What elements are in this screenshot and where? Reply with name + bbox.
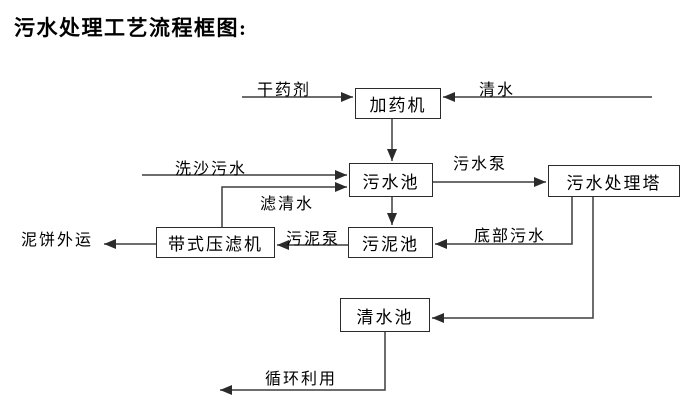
node-dosing-machine: 加药机 — [355, 88, 441, 119]
node-treatment-tower: 污水处理塔 — [548, 165, 680, 197]
flow-label-sewage-pump: 污水泵 — [452, 156, 508, 173]
arrow-tower-to-clean-pool — [432, 197, 594, 323]
flow-label-dry-agent: 干药剂 — [256, 82, 312, 99]
node-clean-water-pool: 清水池 — [340, 298, 430, 332]
flow-label-sludge-pump: 污泥泵 — [285, 231, 341, 248]
node-sewage-pool: 污水池 — [349, 163, 433, 197]
diagram-title: 污水处理工艺流程框图: — [14, 16, 248, 40]
node-sludge-pool: 污泥池 — [348, 227, 433, 258]
flow-label-recycling: 循环利用 — [264, 371, 338, 388]
flow-label-sand-washing-sewage: 洗沙污水 — [174, 161, 248, 178]
arrow-bottom-sewage-to-sludge-pool — [435, 197, 573, 249]
flow-label-mud-cake-shipping: 泥饼外运 — [20, 232, 94, 249]
arrow-filtered-water-to-sewage-pool — [221, 182, 347, 227]
flow-label-bottom-sewage: 底部污水 — [473, 228, 547, 245]
node-belt-filter-press: 带式压滤机 — [156, 227, 275, 258]
flow-label-clean-water: 清水 — [478, 82, 516, 99]
flow-label-filtered-water: 滤清水 — [259, 196, 315, 213]
arrow-recycling-out — [220, 332, 386, 395]
